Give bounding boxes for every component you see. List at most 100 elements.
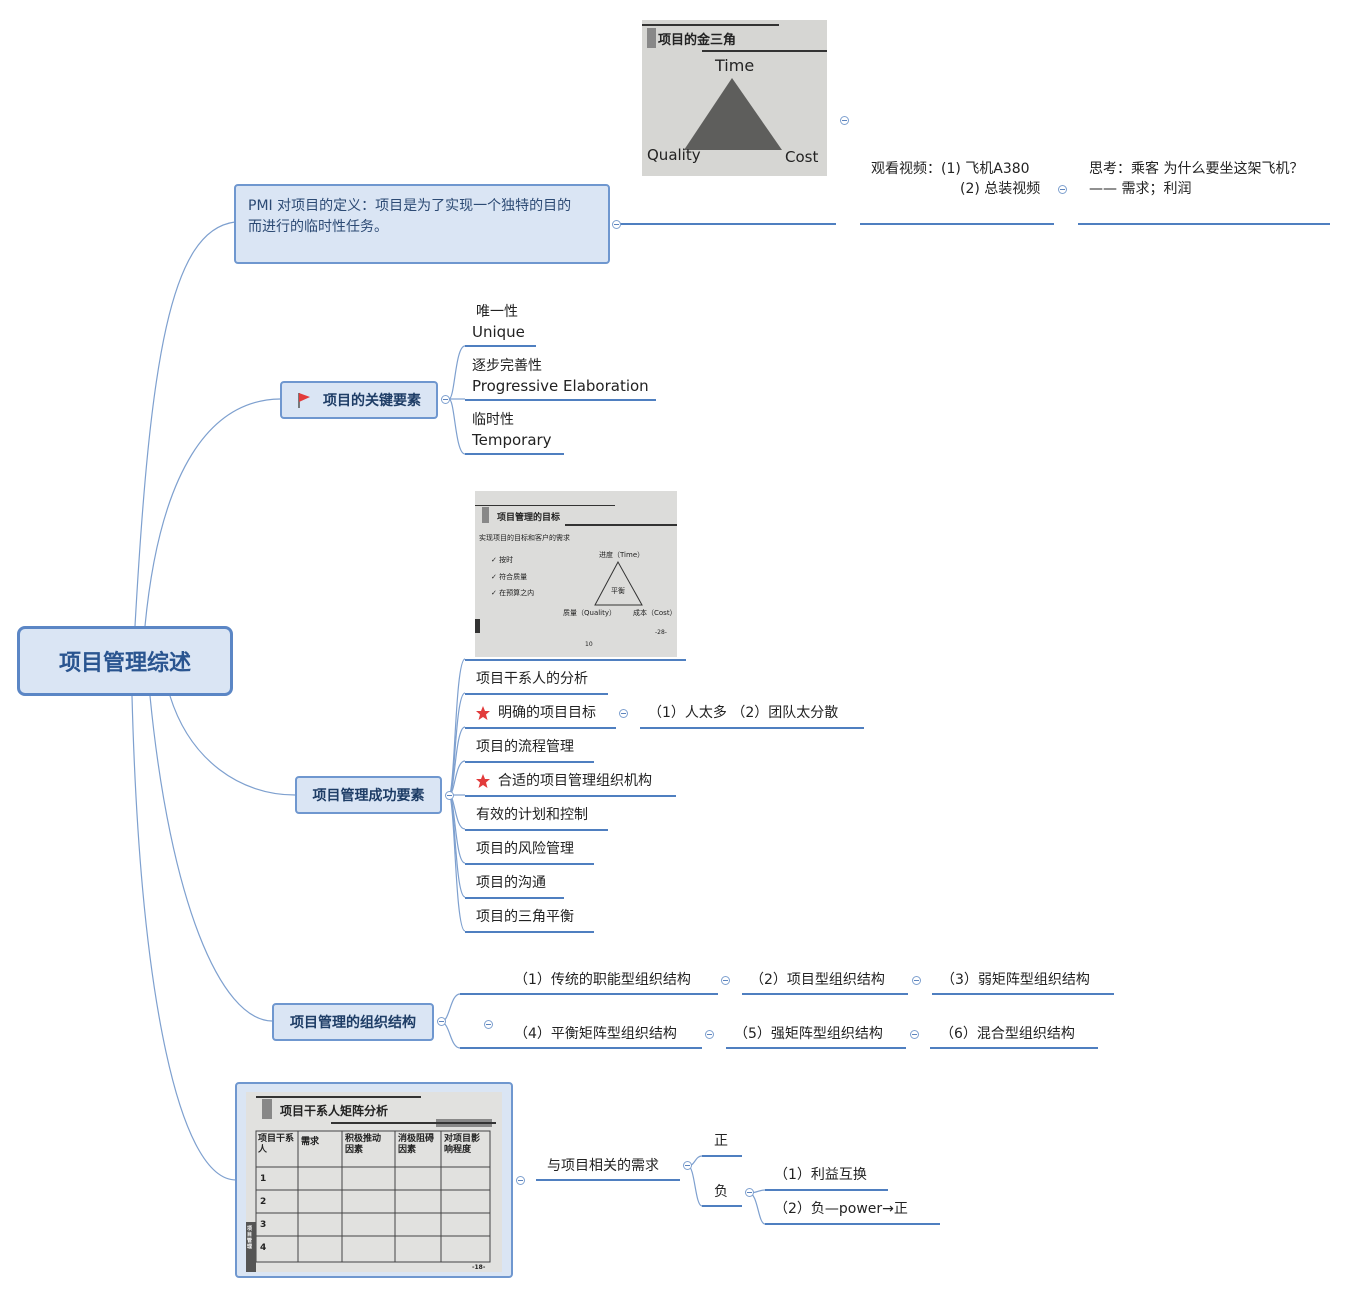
collapse-icon[interactable] — [705, 1030, 714, 1039]
matrix-page: -18- — [472, 1264, 486, 1271]
definition-line2: 而进行的临时性任务。 — [248, 219, 388, 235]
key-item-temp-cn: 临时性 — [472, 412, 514, 428]
goal-image-top: 进度（Time） — [599, 551, 645, 559]
matrix-side-label: 项目管理 — [247, 1226, 253, 1250]
matrix-header-3: 积极推动因素 — [345, 1134, 382, 1155]
collapse-icon[interactable] — [745, 1188, 754, 1197]
org-title: 项目管理的组织结构 — [290, 1015, 416, 1031]
negative-item-2: （2）负—power→正 — [774, 1201, 908, 1217]
balance-triangle — [594, 560, 643, 606]
org-row1-item2: （2）项目型组织结构 — [750, 972, 885, 988]
matrix-header-1: 项目干系人 — [258, 1134, 295, 1155]
stakeholder-demand: 与项目相关的需求 — [547, 1158, 659, 1174]
root-title: 项目管理综述 — [58, 651, 191, 676]
success-item-7: 项目的沟通 — [476, 875, 546, 891]
success-item-2: 明确的项目目标 — [498, 705, 596, 721]
golden-triangle-heading: 项目的金三角 — [658, 33, 737, 48]
think-line1: 思考：乘客 为什么要坐这架飞机？ — [1089, 161, 1304, 177]
goal-note: （1）人太多 （2）团队太分散 — [648, 705, 839, 721]
collapse-icon[interactable] — [1058, 185, 1067, 194]
key-elements-title: 项目的关键要素 — [323, 393, 421, 409]
connector-root-definition — [134, 221, 236, 627]
definition-line1: PMI 对项目的定义：项目是为了实现一个独特的目的 — [248, 198, 572, 214]
collapse-icon[interactable] — [441, 395, 450, 404]
org-row1-item3: （3）弱矩阵型组织结构 — [941, 972, 1090, 988]
goal-image-heading: 项目管理的目标 — [497, 513, 561, 523]
key-elements-topic[interactable]: 项目的关键要素 — [280, 381, 438, 419]
triangle-shape — [684, 78, 782, 150]
org-row2-item3: （6）混合型组织结构 — [940, 1026, 1075, 1042]
matrix-header-4: 消极阻碍因素 — [398, 1134, 435, 1155]
think-line2: —— 需求；利润 — [1089, 181, 1192, 197]
connector-root-key — [144, 398, 281, 627]
goal-image-page-right: -28- — [655, 629, 667, 636]
matrix-row-4: 4 — [260, 1243, 267, 1253]
stakeholder-positive: 正 — [714, 1133, 728, 1149]
goal-image-center: 平衡 — [611, 587, 625, 595]
connector-neg2 — [748, 1192, 766, 1225]
stakeholder-matrix-image: 项目干系人矩阵分析 项目干系人 需求 积极推动因素 消极阻碍因素 对项目影响程度… — [246, 1092, 502, 1272]
definition-topic[interactable]: PMI 对项目的定义：项目是为了实现一个独特的目的 而进行的临时性任务。 — [234, 184, 610, 264]
golden-triangle-left: Quality — [647, 146, 701, 164]
collapse-icon[interactable] — [484, 1020, 493, 1029]
goal-image-page-left: 10 — [585, 641, 593, 648]
matrix-heading: 项目干系人矩阵分析 — [280, 1104, 389, 1118]
golden-triangle-top: Time — [715, 56, 755, 75]
org-topic[interactable]: 项目管理的组织结构 — [272, 1003, 434, 1041]
collapse-icon[interactable] — [910, 1030, 919, 1039]
connector-org-row2 — [440, 1021, 461, 1049]
collapse-icon[interactable] — [683, 1161, 692, 1170]
golden-triangle-right: Cost — [785, 148, 819, 166]
stakeholder-topic[interactable]: 项目干系人矩阵分析 项目干系人 需求 积极推动因素 消极阻碍因素 对项目影响程度… — [235, 1082, 513, 1278]
goal-check-2: ✓ 符合质量 — [491, 573, 528, 581]
collapse-icon[interactable] — [619, 709, 628, 718]
key-item-temp-en: Temporary — [472, 431, 552, 449]
key-item-unique-cn: 唯一性 — [476, 304, 518, 320]
matrix-row-2: 2 — [260, 1197, 267, 1207]
org-row2-item1: （4）平衡矩阵型组织结构 — [514, 1026, 677, 1042]
connector-root-stake — [131, 695, 237, 1181]
success-title: 项目管理成功要素 — [312, 788, 425, 804]
matrix-row-1: 1 — [260, 1174, 267, 1184]
project-goal-image: 项目管理的目标 实现项目的目标和客户的需求 ✓ 按时 ✓ 符合质量 ✓ 在预算之… — [475, 491, 677, 657]
collapse-icon[interactable] — [445, 791, 454, 800]
key-item-prog-cn: 逐步完善性 — [472, 358, 542, 374]
matrix-header-5: 对项目影响程度 — [444, 1134, 481, 1155]
collapse-icon[interactable] — [612, 220, 621, 229]
collapse-icon[interactable] — [516, 1176, 525, 1185]
org-row1-item1: （1）传统的职能型组织结构 — [514, 972, 691, 988]
goal-image-subtitle: 实现项目的目标和客户的需求 — [479, 534, 570, 542]
success-item-6: 项目的风险管理 — [476, 841, 574, 857]
goal-image-left: 质量（Quality） — [563, 609, 617, 617]
connector-root-org — [149, 695, 273, 1022]
matrix-row-3: 3 — [260, 1220, 267, 1230]
collapse-icon[interactable] — [840, 116, 849, 125]
success-item-4: 合适的项目管理组织机构 — [498, 773, 652, 789]
connector-negative — [687, 1165, 703, 1207]
success-item-3: 项目的流程管理 — [476, 739, 574, 755]
success-item-1: 项目干系人的分析 — [476, 671, 588, 687]
success-topic[interactable]: 项目管理成功要素 — [295, 776, 442, 814]
success-item-5: 有效的计划和控制 — [476, 807, 588, 823]
negative-item-1: （1）利益互换 — [774, 1167, 867, 1183]
success-item-8: 项目的三角平衡 — [476, 909, 574, 925]
connector-key-temp — [448, 398, 466, 455]
key-item-unique-en: Unique — [472, 323, 525, 341]
flag-icon — [298, 393, 310, 408]
goal-check-1: ✓ 按时 — [491, 556, 514, 564]
star-icon — [476, 774, 490, 788]
video-line1: 观看视频：(1) 飞机A380 — [871, 161, 1030, 177]
goal-image-right: 成本（Cost） — [633, 609, 677, 617]
root-topic[interactable]: 项目管理综述 — [17, 626, 233, 696]
star-icon — [476, 706, 490, 720]
collapse-icon[interactable] — [912, 976, 921, 985]
collapse-icon[interactable] — [721, 976, 730, 985]
key-item-prog-en: Progressive Elaboration — [472, 377, 649, 395]
golden-triangle-image: 项目的金三角 Time Quality Cost — [642, 20, 827, 176]
goal-check-3: ✓ 在预算之内 — [491, 589, 535, 597]
matrix-header-2: 需求 — [301, 1137, 320, 1147]
connector-root-success — [169, 695, 296, 796]
matrix-grid — [255, 1130, 491, 1263]
collapse-icon[interactable] — [437, 1017, 446, 1026]
